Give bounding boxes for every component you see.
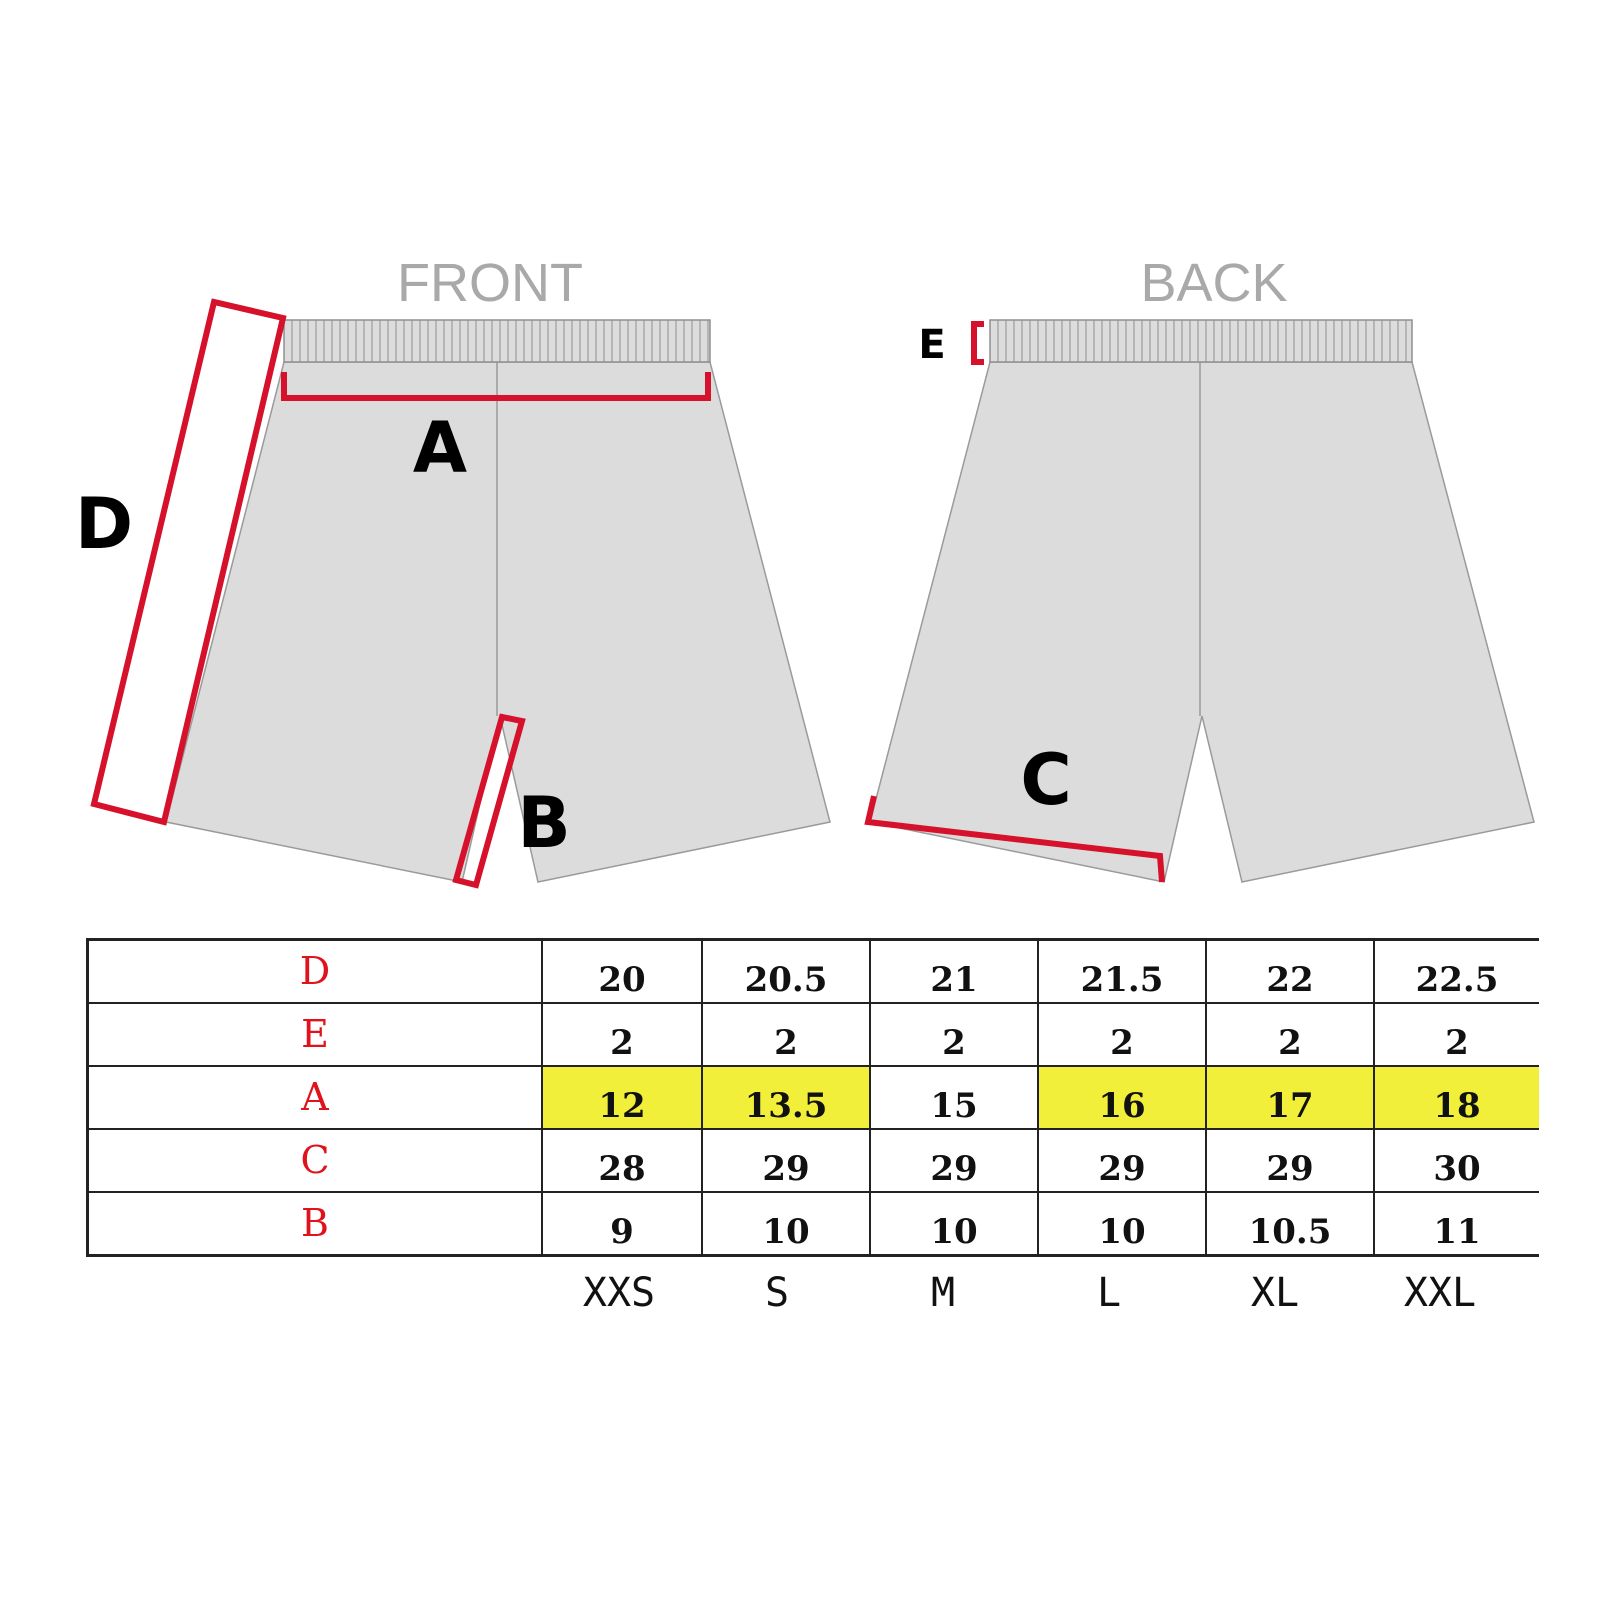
table-cell: 10: [701, 1191, 871, 1257]
size-label-xxl: XXL: [1403, 1270, 1477, 1316]
marker-C-leg-opening: [864, 795, 1165, 883]
table-cell: 30: [1373, 1128, 1539, 1193]
back-shorts-body: [869, 361, 1535, 883]
marker-E-waistband: [971, 321, 984, 365]
back-title: BACK: [1140, 253, 1287, 313]
table-cell: 11: [1373, 1191, 1539, 1257]
table-cell: 17: [1205, 1065, 1375, 1130]
table-cell: 2: [1205, 1002, 1375, 1067]
back-waistband: [989, 319, 1413, 363]
table-cell: 22.5: [1373, 938, 1539, 1004]
table-cell: 15: [869, 1065, 1039, 1130]
back-shorts: [869, 319, 1535, 883]
front-shorts: [165, 319, 831, 883]
front-waistband-ribs: [291, 320, 709, 362]
table-cell: 22: [1205, 938, 1375, 1004]
label-A: A: [413, 407, 467, 489]
label-C: C: [1020, 739, 1071, 821]
table-cell: 2: [869, 1002, 1039, 1067]
table-cell: 2: [1373, 1002, 1539, 1067]
table-cell: 29: [1037, 1128, 1207, 1193]
size-label-xl: XL: [1250, 1270, 1300, 1316]
front-title: FRONT: [397, 253, 583, 313]
table-cell: 2: [541, 1002, 703, 1067]
size-label-xxs: XXS: [582, 1270, 656, 1316]
table-cell: 10.5: [1205, 1191, 1375, 1257]
row-label: A: [86, 1065, 543, 1130]
row-label: C: [86, 1128, 543, 1193]
marker-D-length: [90, 298, 287, 826]
row-label: B: [86, 1191, 543, 1257]
table-cell: 10: [1037, 1191, 1207, 1257]
label-B: B: [517, 782, 570, 864]
back-waistband-ribs: [997, 320, 1407, 362]
table-cell: 18: [1373, 1065, 1539, 1130]
size-label-s: S: [764, 1270, 790, 1316]
size-label-l: L: [1096, 1270, 1122, 1316]
table-cell: 21.5: [1037, 938, 1207, 1004]
front-shorts-body: [165, 361, 831, 883]
table-cell: 2: [1037, 1002, 1207, 1067]
front-waistband: [283, 319, 711, 363]
size-label-m: M: [930, 1270, 956, 1316]
table-cell: 16: [1037, 1065, 1207, 1130]
front-waistband-body: [283, 319, 711, 363]
marker-B-inseam: [452, 713, 526, 889]
table-cell: 29: [1205, 1128, 1375, 1193]
table-cell: 2: [701, 1002, 871, 1067]
table-cell: 21: [869, 938, 1039, 1004]
table-cell: 29: [701, 1128, 871, 1193]
table-cell: 9: [541, 1191, 703, 1257]
table-cell: 29: [869, 1128, 1039, 1193]
row-label: D: [86, 938, 543, 1004]
table-cell: 20: [541, 938, 703, 1004]
back-waistband-body: [989, 319, 1413, 363]
shorts-diagram: FRONT BACK A D B C: [75, 253, 1535, 889]
label-E: E: [918, 322, 945, 368]
table-cell: 28: [541, 1128, 703, 1193]
table-cell: 12: [541, 1065, 703, 1130]
table-cell: 13.5: [701, 1065, 871, 1130]
table-cell: 10: [869, 1191, 1039, 1257]
table-cell: 20.5: [701, 938, 871, 1004]
label-D: D: [75, 483, 133, 565]
row-label: E: [86, 1002, 543, 1067]
marker-A-waist: [281, 372, 711, 401]
